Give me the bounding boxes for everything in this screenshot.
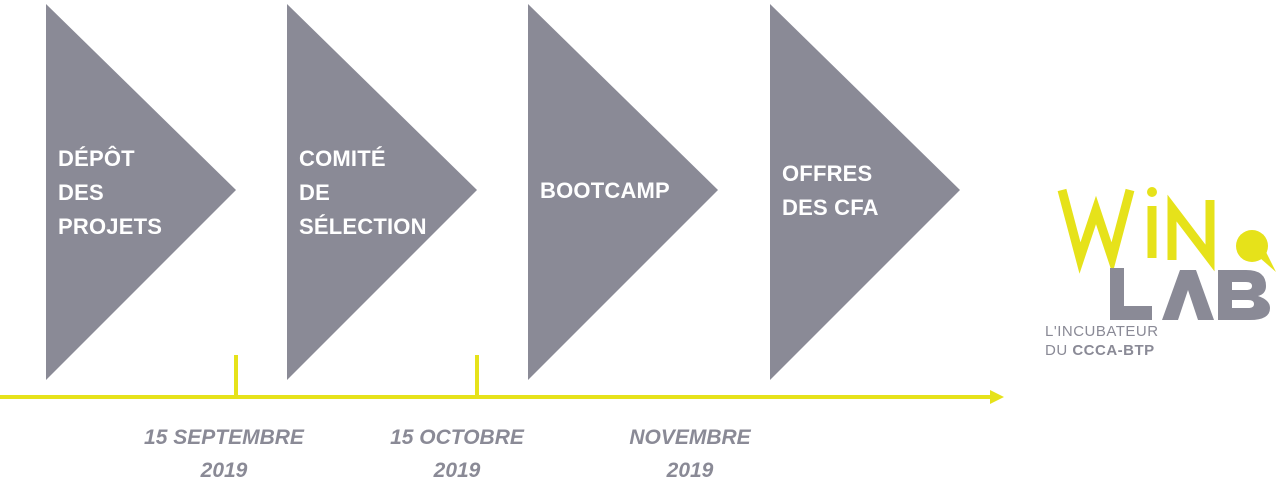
- date-label-october: 15 OCTOBRE 2019: [390, 426, 524, 482]
- logo-tagline-prefix: DU: [1045, 342, 1073, 359]
- logo-tagline: L'INCUBATEUR DU CCCA-BTP: [1045, 322, 1159, 360]
- timeline-arrowhead: [990, 390, 1004, 404]
- date-label-september: 15 SEPTEMBRE 2019: [144, 426, 304, 482]
- step-label-depot: DÉPÔT DES PROJETS: [58, 146, 163, 239]
- step-label-comite: COMITÉ DE SÉLECTION: [299, 146, 427, 239]
- logo-tagline-line1: L'INCUBATEUR: [1045, 323, 1159, 340]
- logo-tagline-org: CCCA-BTP: [1072, 342, 1155, 359]
- step-triangle-3: [528, 4, 718, 380]
- step-triangle-2: [287, 4, 477, 380]
- step-triangle-1: [46, 4, 236, 380]
- winlab-logo: [1057, 187, 1276, 320]
- step-label-bootcamp: BOOTCAMP: [540, 178, 670, 203]
- date-label-november: NOVEMBRE 2019: [629, 426, 751, 482]
- step-triangle-4: [770, 4, 960, 380]
- logo-tagline-line2: DU CCCA-BTP: [1045, 341, 1159, 360]
- step-label-offres: OFFRES DES CFA: [782, 161, 879, 220]
